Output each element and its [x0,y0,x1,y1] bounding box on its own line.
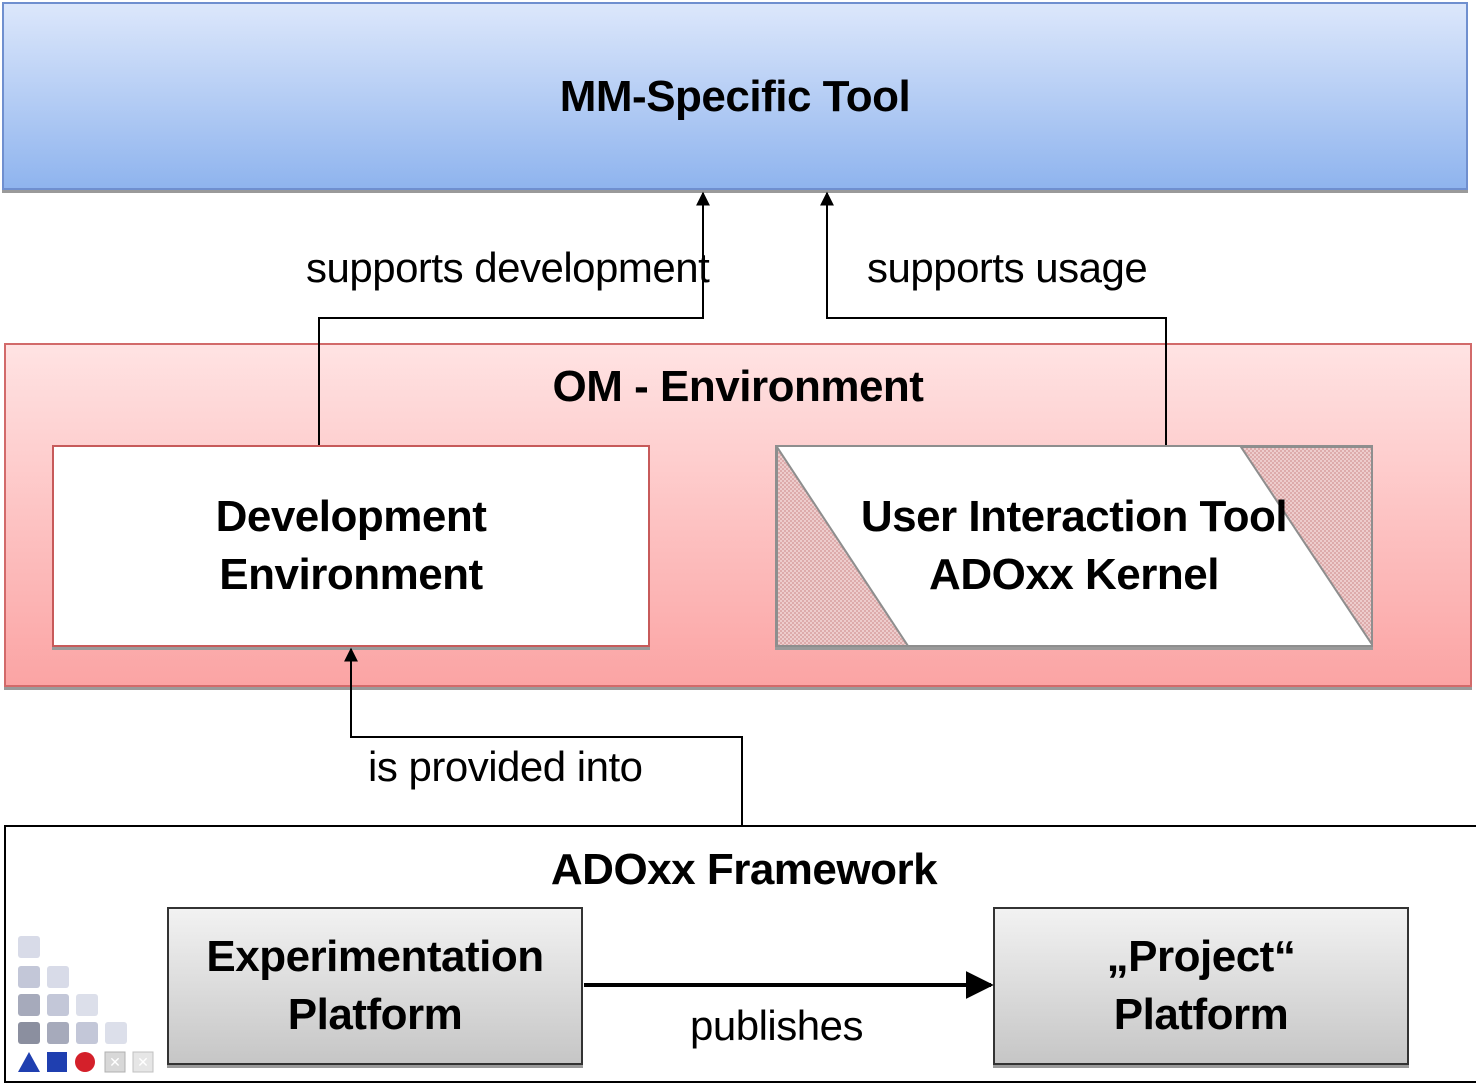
project-platform-line1: „Project“ [1106,932,1296,981]
mm-specific-tool-box: MM-Specific Tool [2,2,1468,190]
supports-usage-arrow [820,191,1167,445]
adoxx-kernel-line2: ADOxx Kernel [929,550,1219,599]
is-provided-into-arrow [344,647,743,827]
development-environment-box: Development Environment [52,445,650,647]
om-environment-title: OM - Environment [552,362,924,411]
svg-text:✕: ✕ [109,1055,121,1071]
development-environment-line1: Development [215,492,487,541]
supports-development-label: supports development [306,244,710,291]
supports-development-arrow [318,191,710,445]
right-hatched-triangle [1239,447,1371,645]
svg-text:✕: ✕ [137,1055,149,1071]
adoxx-logo-icon: ✕ ✕ [18,936,154,1073]
hatched-corner-shapes [777,447,1371,645]
left-hatched-triangle [777,447,909,645]
development-environment-line2: Environment [219,550,483,599]
experimentation-platform-box: Experimentation Platform [167,907,583,1065]
experimentation-platform-line2: Platform [287,990,463,1039]
experimentation-platform-line1: Experimentation [206,932,544,981]
project-platform-box: „Project“ Platform [993,907,1409,1065]
is-provided-into-label: is provided into [368,743,643,790]
mm-specific-tool-title: MM-Specific Tool [559,72,911,121]
supports-usage-label: supports usage [867,244,1148,291]
project-platform-line2: Platform [1113,990,1289,1039]
user-interaction-tool-line1: User Interaction Tool [860,492,1288,541]
user-interaction-tool-box: User Interaction Tool ADOxx Kernel [775,445,1373,647]
adoxx-framework-title: ADOxx Framework [550,845,938,894]
publishes-label: publishes [690,1002,863,1049]
